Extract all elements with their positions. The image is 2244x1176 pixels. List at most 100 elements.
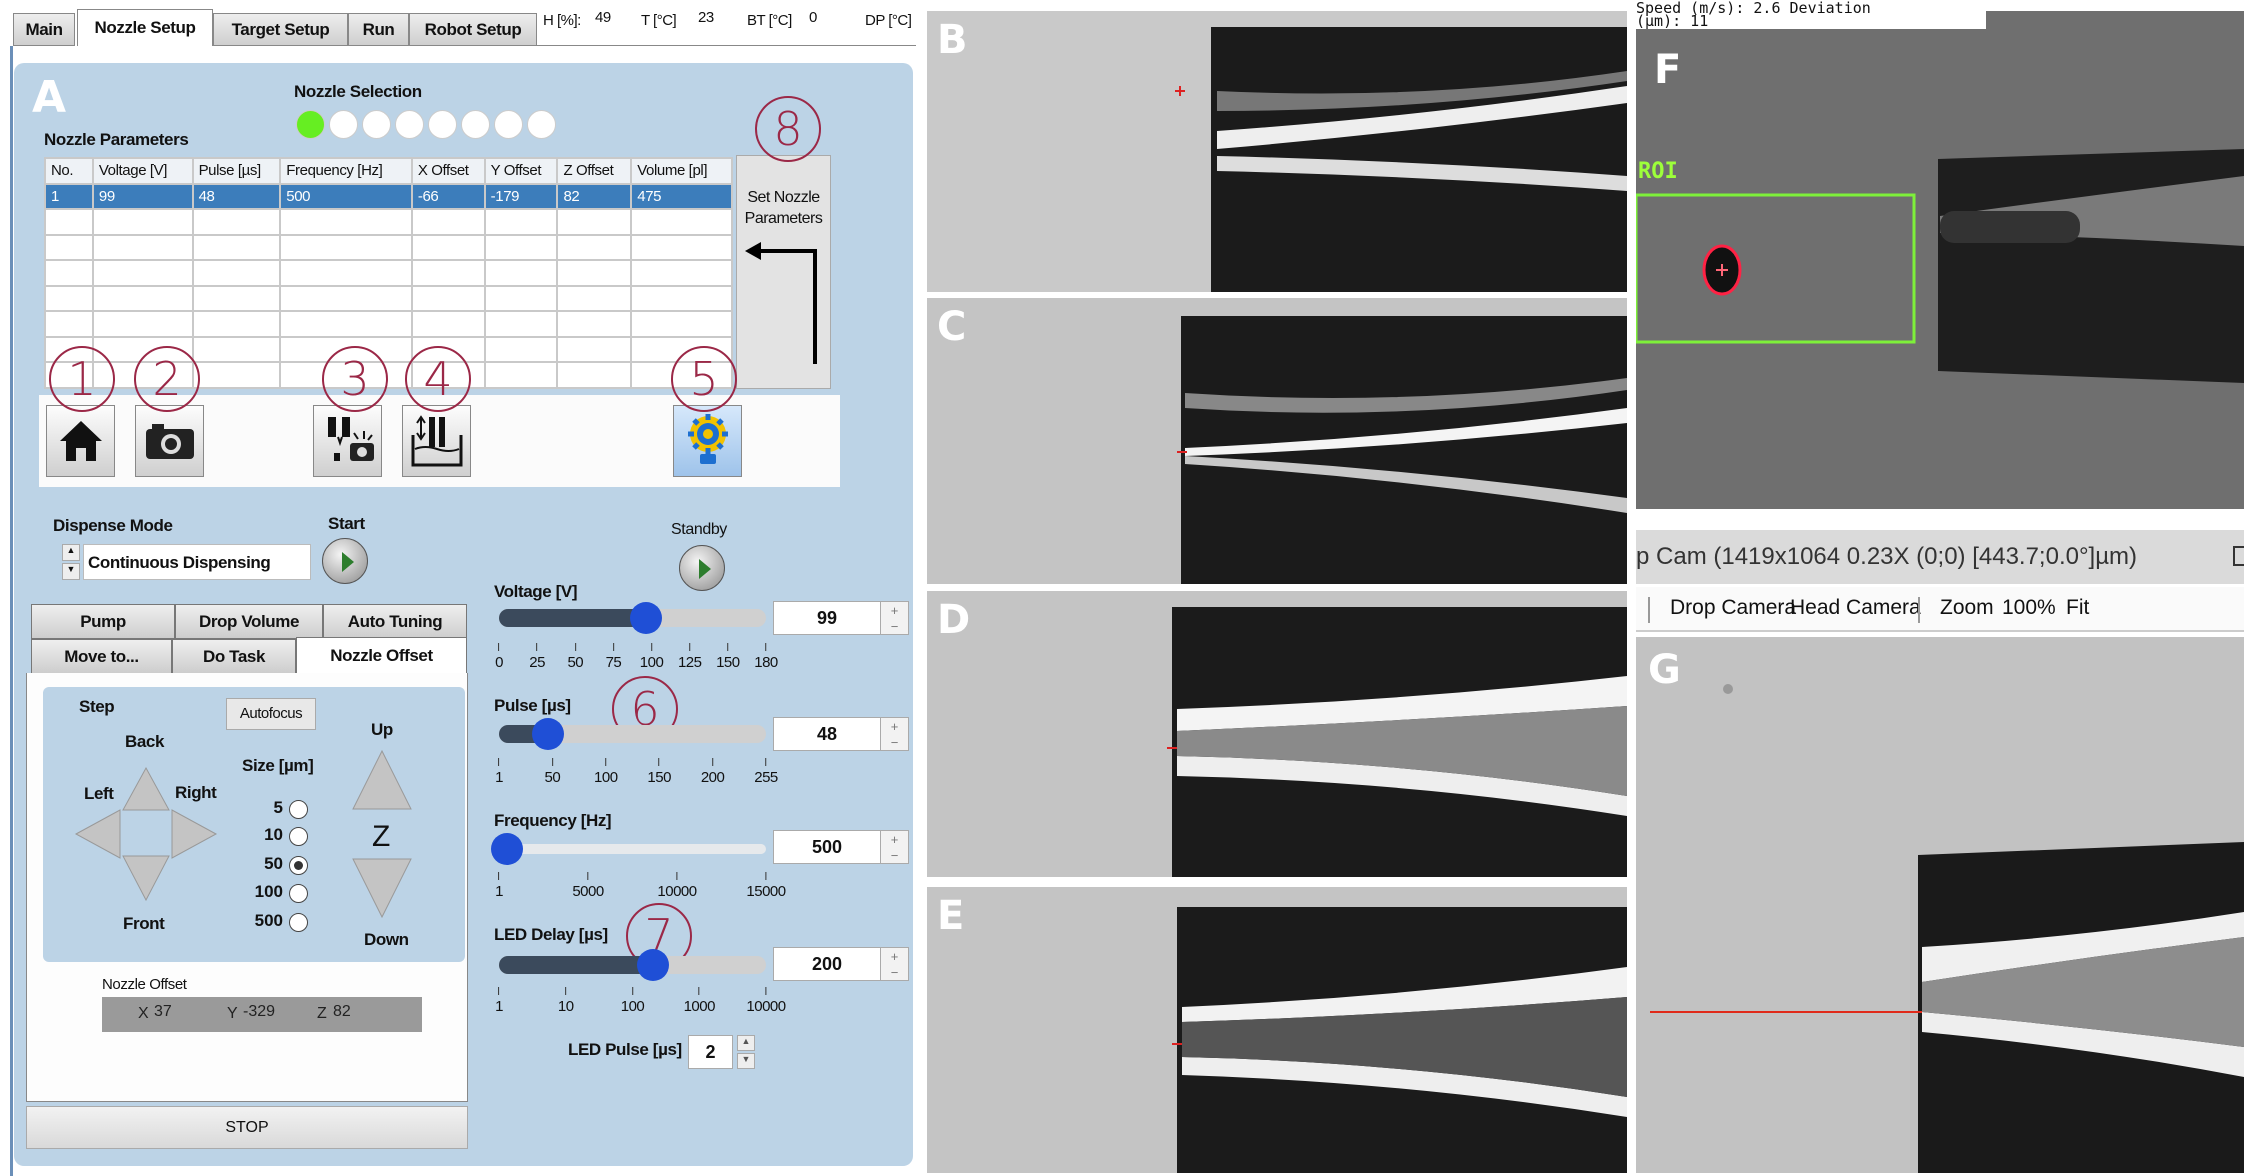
tab-do-task[interactable]: Do Task — [172, 639, 296, 674]
pulse-stepper[interactable]: +− — [880, 717, 909, 751]
plus-icon[interactable]: + — [890, 948, 899, 964]
column-header[interactable]: Frequency [Hz] — [279, 157, 413, 185]
tab-nozzle-setup[interactable]: Nozzle Setup — [77, 9, 213, 46]
slider-thumb[interactable] — [491, 833, 523, 865]
standby-button[interactable] — [679, 545, 725, 591]
nozzle-select-1[interactable] — [296, 110, 325, 139]
pulse-slider[interactable] — [499, 718, 766, 750]
home-button[interactable] — [46, 405, 115, 477]
arrow-right-icon[interactable] — [171, 809, 218, 859]
stop-button[interactable]: STOP — [26, 1106, 468, 1149]
table-cell — [483, 284, 559, 312]
table-cell — [630, 284, 733, 312]
frequency-stepper[interactable]: +− — [880, 830, 909, 864]
tab-auto-tuning[interactable]: Auto Tuning — [323, 604, 467, 639]
frequency-value-input[interactable]: 500 — [773, 830, 881, 864]
spinner-up-icon[interactable]: ▲ — [62, 544, 80, 561]
column-header[interactable]: Z Offset — [556, 157, 633, 185]
size-radio-500[interactable] — [289, 913, 308, 932]
voltage-stepper[interactable]: +− — [880, 601, 909, 635]
column-header[interactable]: No. — [44, 157, 94, 185]
table-row-empty[interactable] — [44, 233, 733, 261]
table-row-empty[interactable] — [44, 208, 733, 236]
drop-camera-button[interactable]: Drop Camera — [1670, 596, 1797, 619]
size-radio-10[interactable] — [289, 827, 308, 846]
led-delay-stepper[interactable]: +− — [880, 947, 909, 981]
arrow-down-icon[interactable] — [352, 858, 412, 919]
tab-drop-volume[interactable]: Drop Volume — [175, 604, 323, 639]
slider-thumb[interactable] — [532, 718, 565, 750]
set-nozzle-parameters-button[interactable]: Set Nozzle Parameters — [736, 155, 831, 389]
slider-thumb[interactable] — [636, 949, 669, 981]
table-row-empty[interactable] — [44, 284, 733, 312]
arrow-left-icon[interactable] — [74, 809, 121, 859]
led-pulse-down-icon[interactable]: ▼ — [737, 1053, 755, 1069]
head-camera-button[interactable]: Head Camera — [1790, 596, 1921, 619]
plus-icon[interactable]: + — [890, 718, 899, 734]
frequency-slider[interactable] — [491, 833, 766, 865]
size-radio-50[interactable] — [289, 856, 308, 875]
nozzle-select-2[interactable] — [329, 110, 358, 139]
spinner-down-icon[interactable]: ▼ — [62, 563, 80, 580]
voltage-value-input[interactable]: 99 — [773, 601, 881, 635]
fit-button[interactable]: Fit — [2066, 596, 2090, 619]
camera-button[interactable] — [135, 405, 204, 477]
column-header[interactable]: Y Offset — [483, 157, 559, 185]
column-header[interactable]: Volume [pl] — [630, 157, 733, 185]
table-row-empty[interactable] — [44, 310, 733, 338]
minus-icon[interactable]: − — [890, 847, 899, 863]
led-delay-value-input[interactable]: 200 — [773, 947, 881, 981]
size-radio-100[interactable] — [289, 884, 308, 903]
nozzle-select-6[interactable] — [461, 110, 490, 139]
annotation-5: 5 — [671, 346, 737, 412]
voltage-slider[interactable] — [499, 602, 766, 634]
tab-move-to[interactable]: Move to... — [31, 639, 172, 674]
nozzle-clean-button[interactable] — [402, 405, 471, 477]
tab-robot-setup[interactable]: Robot Setup — [409, 13, 537, 46]
arrow-front-icon[interactable] — [122, 855, 170, 902]
dispense-mode-spinner[interactable]: ▲ ▼ — [62, 544, 80, 580]
tab-nozzle-offset[interactable]: Nozzle Offset — [296, 637, 467, 674]
minus-icon[interactable]: − — [890, 734, 899, 750]
autofocus-button[interactable]: Autofocus — [226, 698, 316, 730]
nozzle-select-3[interactable] — [362, 110, 391, 139]
offset-x-value: 37 — [154, 1003, 172, 1020]
nozzle-parameters-table[interactable]: No.Voltage [V]Pulse [µs]Frequency [Hz]X … — [44, 157, 733, 389]
tab-run[interactable]: Run — [348, 13, 409, 46]
nozzle-select-5[interactable] — [428, 110, 457, 139]
tick-label: 1 — [495, 758, 503, 786]
plus-icon[interactable]: + — [890, 602, 899, 618]
nozzle-select-4[interactable] — [395, 110, 424, 139]
plus-icon[interactable]: + — [890, 831, 899, 847]
nozzle-camera-button[interactable] — [313, 405, 382, 477]
settings-bulb-button[interactable] — [673, 405, 742, 477]
minus-icon[interactable]: − — [890, 964, 899, 980]
pulse-value-input[interactable]: 48 — [773, 717, 881, 751]
column-header[interactable]: Voltage [V] — [91, 157, 194, 185]
tab-pump[interactable]: Pump — [31, 604, 175, 639]
minus-icon[interactable]: − — [890, 618, 899, 634]
arrow-up-icon[interactable] — [352, 749, 412, 810]
arrow-back-icon[interactable] — [122, 766, 170, 811]
led-delay-slider[interactable] — [499, 949, 766, 981]
size-radio-5[interactable] — [289, 800, 308, 819]
nozzle-select-7[interactable] — [494, 110, 523, 139]
dispense-mode-select[interactable]: Continuous Dispensing — [83, 544, 311, 580]
slider-thumb[interactable] — [629, 602, 662, 634]
start-button[interactable] — [322, 538, 368, 584]
tab-main[interactable]: Main — [13, 13, 75, 46]
column-header[interactable]: X Offset — [410, 157, 486, 185]
led-pulse-spinner[interactable]: ▲ ▼ — [737, 1035, 755, 1069]
maximize-icon[interactable] — [2233, 546, 2244, 566]
table-row-empty[interactable] — [44, 259, 733, 287]
tab-target-setup[interactable]: Target Setup — [213, 13, 348, 46]
nozzle-image — [1167, 607, 1627, 877]
zoom-level[interactable]: 100% — [2002, 596, 2056, 619]
column-header[interactable]: Pulse [µs] — [191, 157, 282, 185]
camera-icon — [145, 424, 194, 459]
nozzle-select-8[interactable] — [527, 110, 556, 139]
led-pulse-input[interactable]: 2 — [688, 1035, 733, 1069]
led-pulse-up-icon[interactable]: ▲ — [737, 1035, 755, 1051]
tick-label: 180 — [754, 643, 778, 671]
